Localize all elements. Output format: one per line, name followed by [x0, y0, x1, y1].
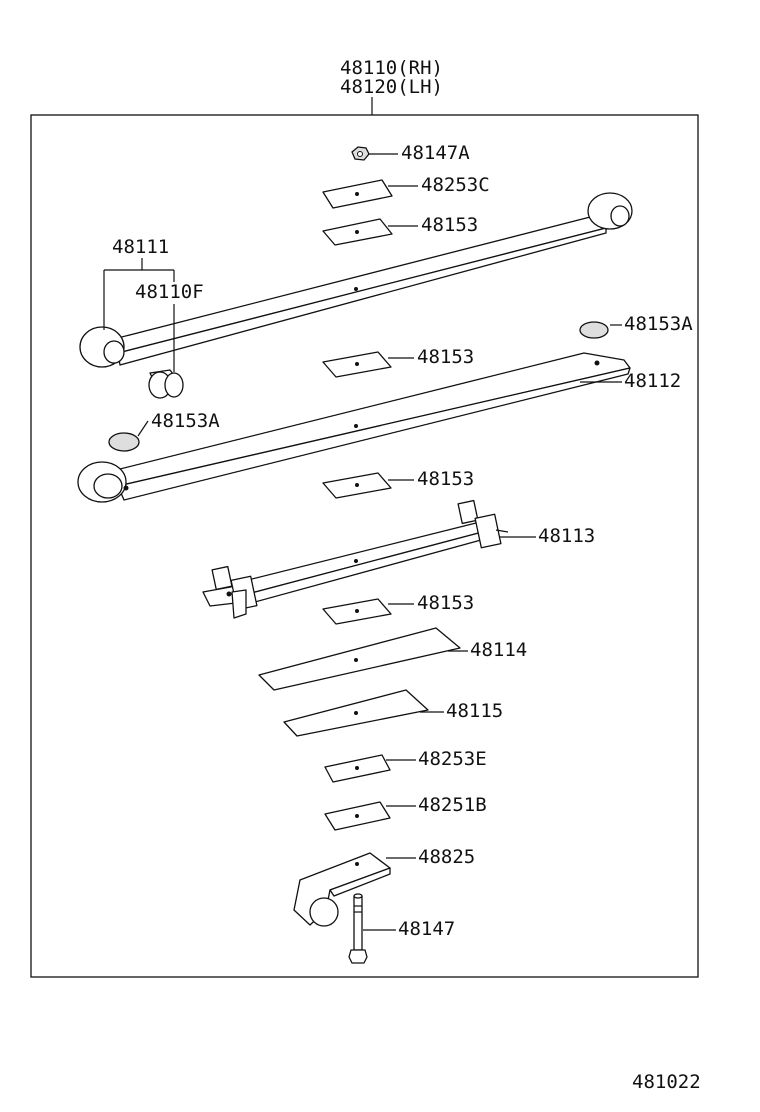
figure-code: 481022	[632, 1071, 701, 1093]
label-48253C: 48253C	[421, 174, 490, 196]
nut-48147A	[351, 146, 370, 161]
label-48153A-right: 48153A	[624, 313, 693, 335]
label-48153-4: 48153	[417, 592, 474, 614]
bolt-48147	[348, 893, 368, 964]
label-48115: 48115	[446, 700, 503, 722]
third-leaf-48113	[202, 499, 509, 619]
assembly-rh-label: 48110(RH)	[340, 57, 443, 79]
second-leaf-48112	[77, 352, 631, 503]
label-48110F: 48110F	[135, 281, 204, 303]
plate-48153-4	[322, 598, 392, 625]
label-48153-1: 48153	[421, 214, 478, 236]
label-48114: 48114	[470, 639, 527, 661]
plate-48253E	[324, 754, 391, 783]
plate-48251B	[324, 801, 391, 831]
seat-48825	[293, 852, 391, 927]
label-48153A-left: 48153A	[151, 410, 220, 432]
main-leaf-48111	[79, 192, 633, 368]
plate-48153-3	[322, 472, 392, 499]
plate-48253C	[322, 179, 393, 209]
label-48113: 48113	[538, 525, 595, 547]
leaf-48115	[283, 689, 429, 737]
label-48112: 48112	[624, 370, 681, 392]
label-48147: 48147	[398, 918, 455, 940]
leaf-48114	[258, 627, 461, 691]
assembly-lh-label: 48120(LH)	[340, 76, 443, 98]
plate-48153-2	[322, 351, 392, 378]
bushing-48110F	[148, 369, 184, 399]
plate-48153-1	[322, 218, 393, 246]
label-48153-2: 48153	[417, 346, 474, 368]
label-48253E: 48253E	[418, 748, 487, 770]
cap-48153A-right	[579, 321, 609, 339]
assembly-frame	[30, 114, 699, 978]
label-48147A: 48147A	[401, 142, 470, 164]
label-48111: 48111	[112, 236, 169, 258]
leader-48153A-left	[137, 420, 149, 437]
label-48825: 48825	[418, 846, 475, 868]
cap-48153A-left	[108, 432, 140, 452]
label-48251B: 48251B	[418, 794, 487, 816]
label-48153-3: 48153	[417, 468, 474, 490]
